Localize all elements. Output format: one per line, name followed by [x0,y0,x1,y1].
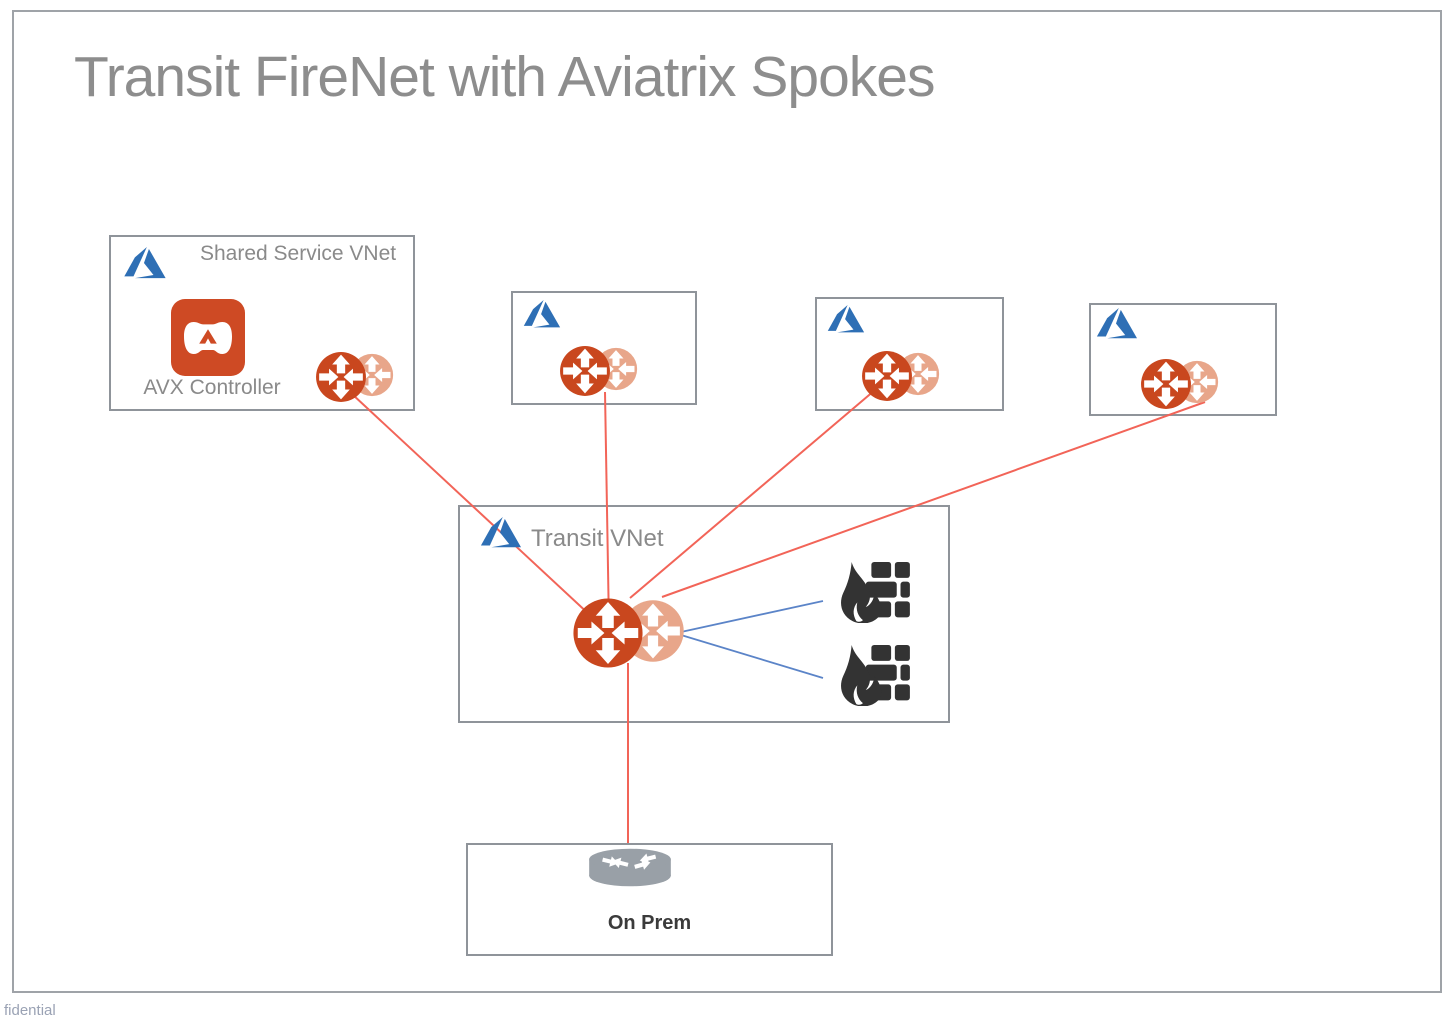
spoke-vnet-box-4 [1089,303,1277,416]
on-prem-label: On Prem [607,912,692,934]
shared-service-vnet-box [109,235,415,411]
shared-service-vnet-label: Shared Service VNet [200,242,397,265]
on-prem-box [466,843,833,956]
spoke-vnet-box-3 [815,297,1004,411]
spoke-vnet-box-2 [511,291,697,405]
avx-controller-label: AVX Controller [143,376,281,399]
diagram-title: Transit FireNet with Aviatrix Spokes [74,45,935,109]
avx-controller-icon [171,299,245,376]
transit-vnet-label: Transit VNet [531,525,664,552]
controller-glyph [184,321,232,354]
footer-text: fidential [4,1002,56,1019]
